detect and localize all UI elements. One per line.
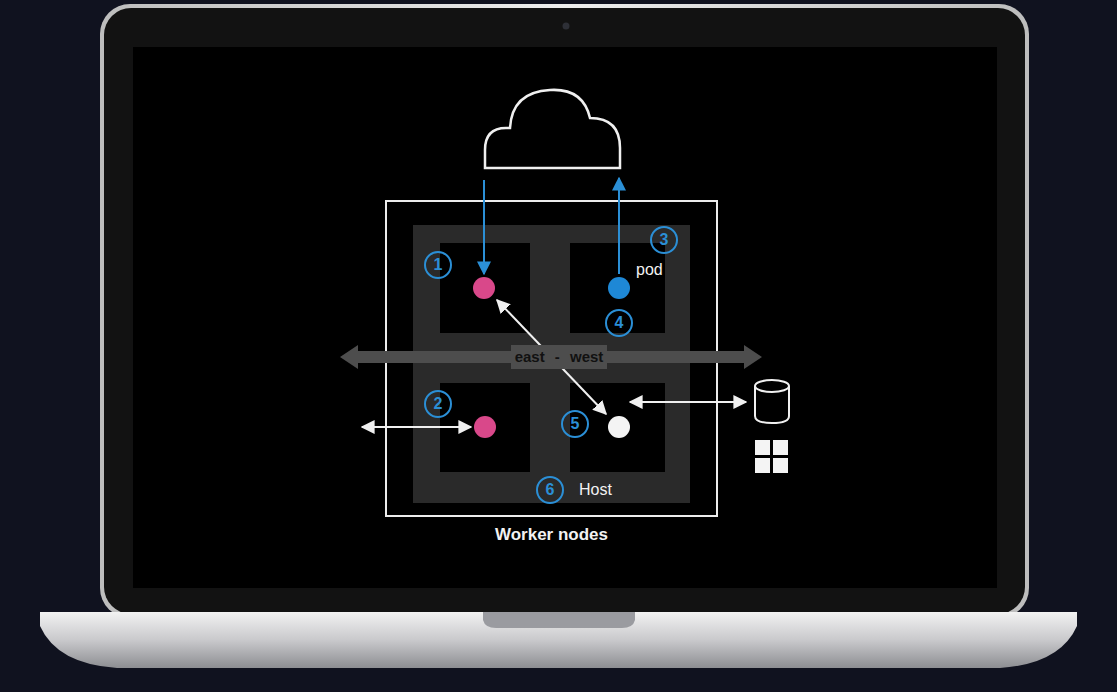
pod-link-arrow (497, 300, 606, 414)
callout-number: 4 (605, 309, 633, 337)
pod-cell (440, 243, 530, 333)
box-heading: Worker nodes (387, 525, 716, 545)
callout-number: 2 (424, 390, 452, 418)
pod-dot (608, 416, 630, 438)
egress-arrow (618, 178, 620, 274)
grid-icon (773, 458, 788, 473)
grid-icon (755, 440, 770, 455)
cloud-icon (485, 90, 620, 168)
ingress-arrow (483, 180, 485, 274)
grid-icon (773, 440, 788, 455)
database-icon (755, 380, 789, 423)
callout-number: 5 (561, 410, 589, 438)
band-label: east - west (511, 345, 608, 369)
pod-cell (440, 383, 530, 472)
external-arrow (362, 426, 471, 428)
laptop-screen (133, 47, 997, 588)
pod-dot (473, 277, 495, 299)
laptop-bezel (104, 8, 1025, 614)
part-label: pod (636, 260, 663, 280)
callout-number: 6 (536, 476, 564, 504)
laptop-lid (100, 4, 1029, 618)
east-west-band: east - west (340, 345, 762, 369)
grid-icon (755, 458, 770, 473)
pod-dot (608, 277, 630, 299)
callout-number: 1 (424, 251, 452, 279)
band-shape (340, 345, 762, 369)
laptop-camera (563, 23, 570, 30)
callout-number: 3 (650, 226, 678, 254)
pod-dot (474, 416, 496, 438)
storage-arrow (630, 401, 746, 403)
pod-cell (570, 383, 665, 472)
host-label: Host (579, 481, 612, 499)
laptop-base (40, 612, 1077, 668)
laptop-notch (483, 612, 635, 628)
